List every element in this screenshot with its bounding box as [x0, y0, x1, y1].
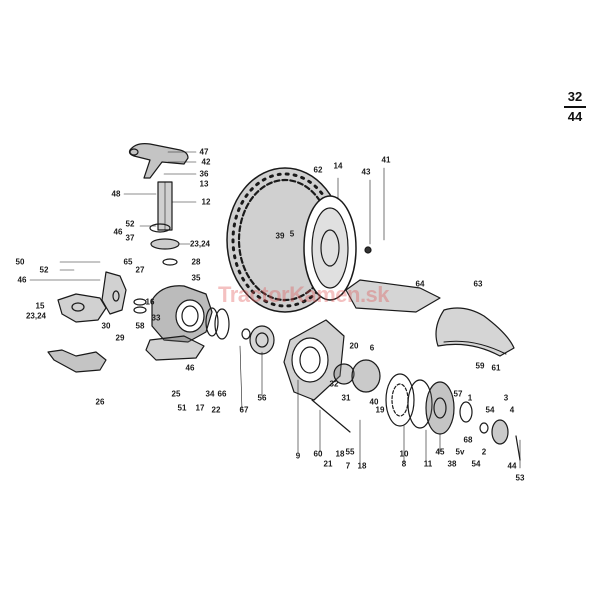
- callout-label: 9: [295, 451, 301, 461]
- callout-label: 57: [453, 389, 463, 399]
- callout-label: 58: [135, 321, 145, 331]
- callout-label: 39: [275, 231, 285, 241]
- inner-tube: [345, 279, 515, 357]
- callout-label: 52: [125, 219, 135, 229]
- callout-label: 23,24: [189, 239, 211, 249]
- callout-label: 38: [447, 459, 457, 469]
- callout-label: 44: [507, 461, 517, 471]
- page-number: 32 44: [564, 90, 586, 124]
- knuckle-housing: [145, 285, 275, 361]
- callout-label: 41: [381, 155, 391, 165]
- callout-label: 51: [177, 403, 187, 413]
- callout-label: 54: [471, 459, 481, 469]
- callout-label: 66: [217, 389, 227, 399]
- callout-label: 31: [341, 393, 351, 403]
- callout-label: 8: [401, 459, 407, 469]
- callout-label: 61: [491, 363, 501, 373]
- callout-label: 62: [313, 165, 323, 175]
- callout-label: 26: [95, 397, 105, 407]
- callout-label: 36: [199, 169, 209, 179]
- callout-label: 60: [313, 449, 323, 459]
- page-number-top: 32: [567, 89, 583, 104]
- callout-label: 55: [345, 447, 355, 457]
- callout-label: 2: [481, 447, 487, 457]
- callout-label: 67: [239, 405, 249, 415]
- callout-label: 50: [15, 257, 25, 267]
- callout-label: 14: [333, 161, 343, 171]
- callout-label: 65: [123, 257, 133, 267]
- callout-label: 5: [289, 229, 295, 239]
- callout-label: 63: [473, 279, 483, 289]
- callout-label: 28: [191, 257, 201, 267]
- callout-label: 46: [113, 227, 123, 237]
- callout-label: 27: [135, 265, 145, 275]
- callout-label: 47: [199, 147, 209, 157]
- watermark-text: TractorKamen.sk: [218, 282, 390, 307]
- callout-label: 42: [201, 157, 211, 167]
- callout-label: 34: [205, 389, 215, 399]
- callout-label: 7: [345, 461, 351, 471]
- callout-label: 59: [475, 361, 485, 371]
- callout-label: 40: [369, 397, 379, 407]
- callout-label: 53: [515, 473, 525, 483]
- callout-label: 32: [329, 379, 339, 389]
- callout-label: 33: [151, 313, 161, 323]
- page-number-divider: [564, 106, 586, 108]
- callout-label: 46: [185, 363, 195, 373]
- callout-label: 64: [415, 279, 425, 289]
- callout-label: 11: [423, 459, 433, 469]
- callout-label: 4: [509, 405, 515, 415]
- callout-label: 35: [191, 273, 201, 283]
- callout-label: 30: [101, 321, 111, 331]
- callout-label: 18: [335, 449, 345, 459]
- callout-label: 16: [145, 297, 155, 307]
- callout-label: 29: [115, 333, 125, 343]
- callout-label: 12: [201, 197, 211, 207]
- callout-label: 1: [467, 393, 473, 403]
- tractor-tyre: [226, 167, 372, 313]
- callout-label: 10: [399, 449, 409, 459]
- callout-label: 43: [361, 167, 371, 177]
- callout-label: 56: [257, 393, 267, 403]
- callout-label: 25: [171, 389, 181, 399]
- callout-label: 19: [375, 405, 385, 415]
- callout-label: 21: [323, 459, 333, 469]
- callout-label: 54: [485, 405, 495, 415]
- callout-label: 52: [39, 265, 49, 275]
- bracket-parts: [47, 271, 147, 373]
- callout-label: 20: [349, 341, 359, 351]
- callout-label: 37: [125, 233, 135, 243]
- callout-label: 15: [35, 301, 45, 311]
- callout-label: 23,24: [25, 311, 47, 321]
- callout-label: 22: [211, 405, 221, 415]
- callout-label: 18: [357, 461, 367, 471]
- callout-label: 13: [199, 179, 209, 189]
- callout-label: 45: [435, 447, 445, 457]
- callout-label: 17: [195, 403, 205, 413]
- leader-lines: [29, 151, 521, 469]
- callout-label: 3: [503, 393, 509, 403]
- callout-label: 68: [463, 435, 473, 445]
- callout-label: 46: [17, 275, 27, 285]
- page-number-bottom: 44: [567, 108, 583, 124]
- callout-label: 48: [111, 189, 121, 199]
- hub-assembly: [283, 319, 521, 461]
- callout-label: 5v: [455, 447, 465, 457]
- callout-label: 6: [369, 343, 375, 353]
